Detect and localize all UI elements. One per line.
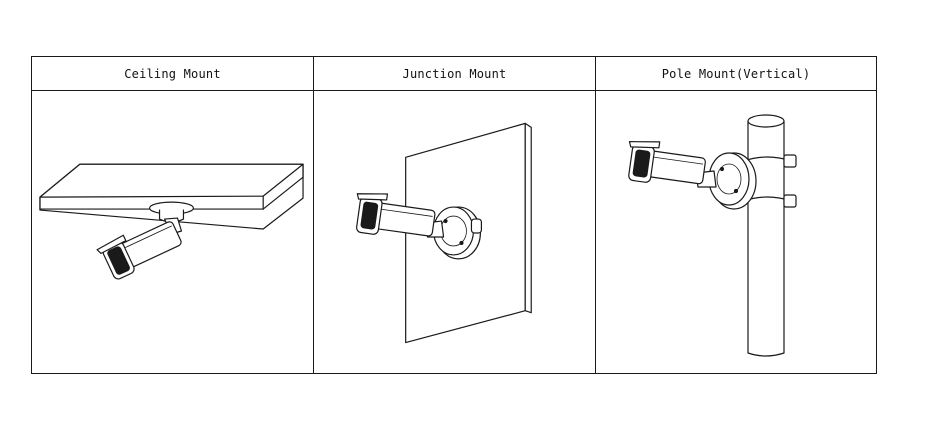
junction-camera [356,193,436,237]
junction-mount-cell [314,91,596,373]
pole-mount-cell [596,91,876,373]
ceiling-camera [96,221,182,280]
ceiling-slab-top [39,163,304,198]
header-pole-mount: Pole Mount(Vertical) [596,57,876,91]
ceiling-mount-cell [32,91,314,373]
junction-mount-illustration [356,122,532,344]
header-junction-mount: Junction Mount [314,57,596,91]
mount-types-table: Ceiling Mount Junction Mount Pole Mount(… [31,56,877,374]
junction-box-port [470,218,483,234]
wall-panel-side [524,122,532,314]
header-ceiling-mount: Ceiling Mount [32,57,314,91]
pole-mount-illustration [628,114,797,357]
pole-top [747,114,785,128]
pole-body [747,120,785,357]
pole-camera [628,141,706,185]
ceiling-mount-illustration [39,163,304,280]
